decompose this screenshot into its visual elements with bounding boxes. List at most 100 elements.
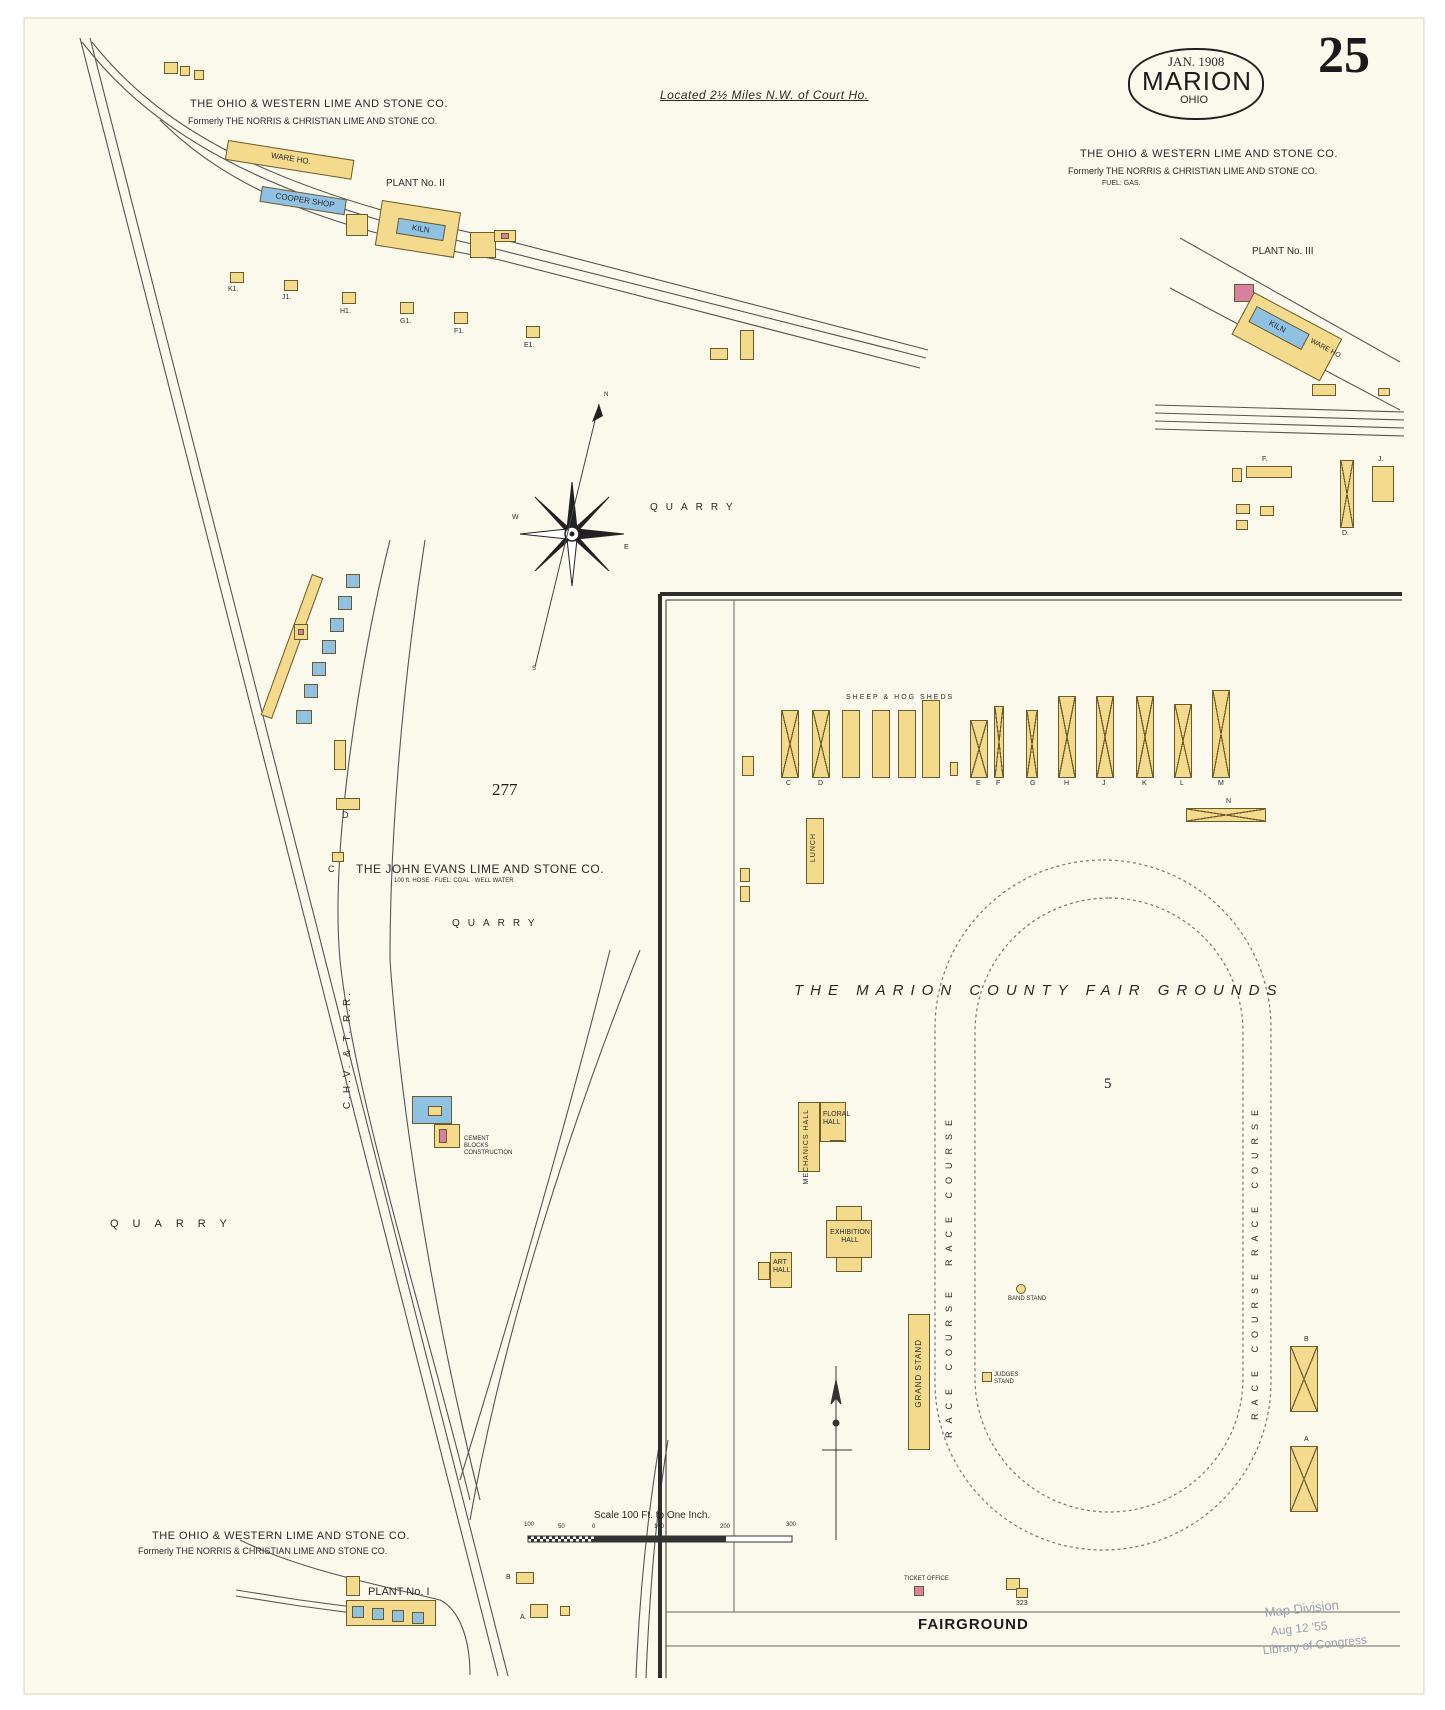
house-letter: K1. — [228, 286, 239, 293]
shed-letter: H — [1064, 780, 1070, 787]
shed-letter: N — [1226, 798, 1232, 805]
house-letter: F. — [1262, 456, 1268, 463]
house-letter: F1. — [454, 328, 465, 335]
house-letter: D. — [1342, 530, 1349, 537]
shed-letter: D — [818, 780, 824, 787]
sheep-hog-shed — [898, 710, 916, 778]
scale-tick: 50 — [558, 1524, 565, 1530]
livestock-shed-d — [812, 710, 830, 778]
dwelling-g1 — [400, 302, 414, 314]
plant2-company-name: THE OHIO & WESTERN LIME AND STONE CO. — [190, 98, 448, 110]
house-letter: J1. — [282, 294, 292, 301]
building — [1378, 388, 1390, 396]
quarry-label: QUARRY — [650, 502, 741, 513]
scale-bar-graphic — [527, 1535, 793, 1543]
sheep-hog-shed — [842, 710, 860, 778]
state-name: OHIO — [1180, 94, 1209, 106]
exhibition-hall: EXHIBITION HALL — [826, 1220, 872, 1258]
building — [1260, 506, 1274, 516]
map-paper — [23, 17, 1425, 1695]
house-letter: J. — [1378, 456, 1384, 463]
scale-tick: 200 — [720, 1524, 731, 1530]
kiln-stone — [304, 684, 318, 698]
building — [180, 66, 190, 76]
dwelling-e1 — [526, 326, 540, 338]
livestock-shed-e — [970, 720, 988, 778]
dwelling-b — [516, 1572, 534, 1584]
street-name: FAIRGROUND — [918, 1616, 1029, 1633]
evans-detail: 100 ft. HOSE · FUEL: COAL · WELL WATER — [394, 878, 514, 884]
city-name: MARION — [1142, 66, 1252, 96]
kiln-stone — [330, 618, 344, 632]
race-course-label: RACE COURSE — [1250, 1266, 1260, 1421]
ticket-office — [914, 1586, 924, 1596]
ticket-office-label: TICKET OFFICE — [904, 1576, 949, 1582]
building — [560, 1606, 570, 1616]
street-number: 323 — [1016, 1600, 1028, 1607]
building — [434, 1124, 460, 1148]
race-course-label: RACE COURSE — [1250, 1102, 1260, 1257]
building — [346, 1576, 360, 1596]
livestock-shed-f — [994, 706, 1004, 778]
cement-label: CEMENT BLOCKS CONSTRUCTION — [464, 1136, 513, 1156]
dwelling-k1 — [230, 272, 244, 283]
east-shed-b — [1290, 1346, 1318, 1412]
livestock-shed-g — [1026, 710, 1038, 778]
plant2-formerly: Formerly THE NORRIS & CHRISTIAN LIME AND… — [188, 116, 438, 126]
race-course-label: RACE COURSE — [944, 1112, 954, 1267]
art-hall: ART HALL — [770, 1252, 792, 1288]
shed-letter: B — [1304, 1336, 1309, 1343]
house-letter: A. — [520, 1614, 527, 1621]
block-number-5: 5 — [1104, 1076, 1112, 1092]
fairgrounds-title: THE MARION COUNTY FAIR GROUNDS — [794, 982, 1284, 999]
location-note: Located 2½ Miles N.W. of Court Ho. — [660, 88, 869, 102]
building — [1236, 520, 1248, 530]
shed-letter: E — [976, 780, 981, 787]
east-shed-a — [1290, 1446, 1318, 1512]
building — [740, 886, 750, 902]
railroad-label: C.H.V. & T. R.R. — [342, 990, 353, 1110]
building — [742, 756, 754, 776]
band-stand-label: BAND STAND — [1008, 1296, 1047, 1302]
building — [740, 330, 754, 360]
dwelling-f1 — [454, 312, 468, 324]
lunch-building: LUNCH — [806, 818, 824, 884]
kiln-stone: KILN — [395, 217, 446, 242]
house-letter: D — [342, 810, 349, 820]
house-letter: H1. — [340, 308, 351, 315]
sheet-number: 25 — [1318, 27, 1370, 84]
shed-letter: A — [1304, 1436, 1309, 1443]
compass-s: S — [532, 666, 537, 672]
livestock-shed-n — [1186, 808, 1266, 822]
house-letter: E1. — [524, 342, 535, 349]
north-arrow-lower — [822, 1366, 852, 1540]
race-course-track — [934, 859, 1272, 1551]
compass-rose-graphic — [519, 403, 625, 668]
building — [164, 62, 178, 74]
house-letter: C — [328, 864, 335, 874]
plant1-company-name: THE OHIO & WESTERN LIME AND STONE CO. — [152, 1530, 410, 1542]
dwelling-d — [336, 798, 360, 810]
house-letter: G1. — [400, 318, 412, 325]
shed-letter: M — [1218, 780, 1224, 787]
sheep-hog-shed — [922, 700, 940, 778]
scale-label: Scale 100 Ft. to One Inch. — [594, 1510, 711, 1521]
livestock-shed-h — [1058, 696, 1076, 778]
plant3-formerly: Formerly THE NORRIS & CHRISTIAN LIME AND… — [1068, 166, 1318, 176]
railroad-tracks — [79, 37, 929, 1679]
plant3-label: PLANT No. III — [1252, 246, 1314, 257]
building — [294, 624, 308, 640]
evans-company-name: THE JOHN EVANS LIME AND STONE CO. — [356, 862, 605, 876]
shed-letter: J — [1102, 780, 1106, 787]
sheep-hog-shed — [872, 710, 890, 778]
mechanics-hall: MECHANICS HALL — [798, 1102, 820, 1184]
grand-stand: GRAND STAND — [908, 1314, 930, 1450]
plant2-label: PLANT No. II — [386, 178, 445, 189]
kiln-stone — [322, 640, 336, 654]
building — [194, 70, 204, 80]
compass-n: N — [604, 392, 609, 398]
shed-letter: G — [1030, 780, 1036, 787]
house-letter: B — [506, 1574, 511, 1581]
race-course-label: RACE COURSE — [944, 1284, 954, 1439]
